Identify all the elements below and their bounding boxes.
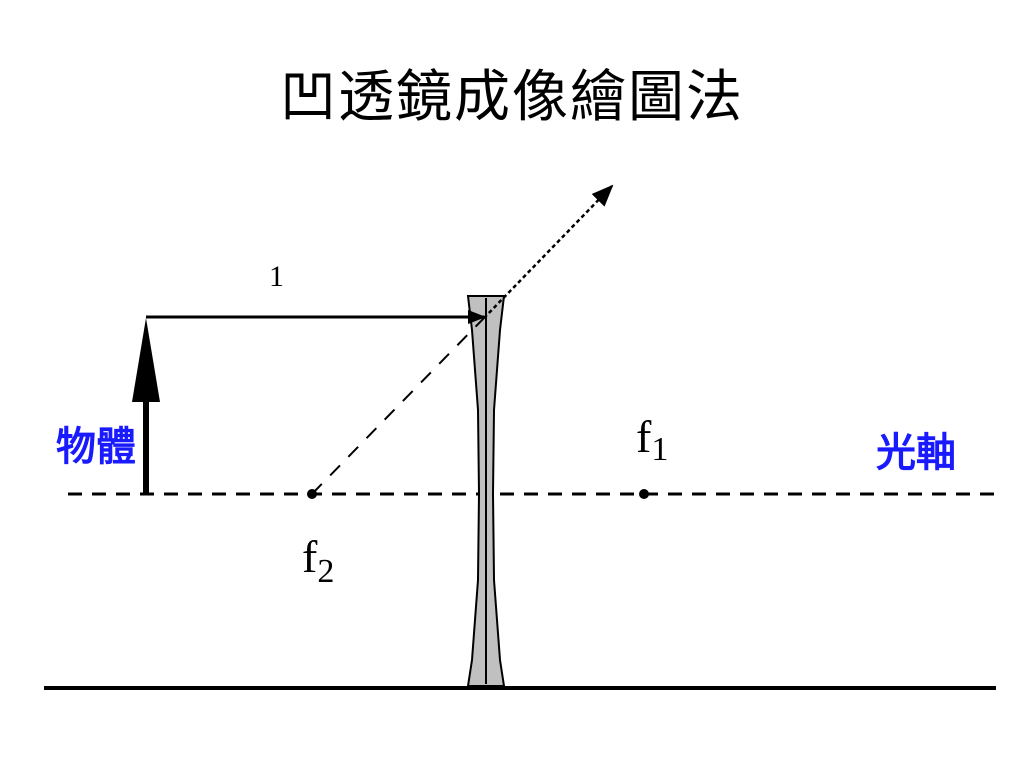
slide-title: 凹透鏡成像繪圖法 — [280, 65, 744, 130]
refracted-ray — [483, 184, 614, 319]
focal-point-f2 — [307, 489, 317, 499]
focal-f1-label: f1 — [636, 411, 668, 468]
focal-point-f1 — [639, 489, 649, 499]
object-label: 物體 — [56, 424, 136, 470]
focal-f1-subscript: 1 — [651, 431, 668, 468]
focal-f2-letter: f — [302, 531, 318, 582]
focal-f1-letter: f — [636, 411, 652, 462]
concave-lens — [466, 295, 506, 687]
focal-f2-subscript: 2 — [317, 553, 334, 590]
ray-number-label: 1 — [269, 260, 284, 293]
virtual-ray-extension — [311, 317, 485, 495]
object-arrow — [132, 318, 160, 494]
optical-axis-label: 光軸 — [876, 430, 956, 476]
focal-f2-label: f2 — [302, 531, 334, 590]
